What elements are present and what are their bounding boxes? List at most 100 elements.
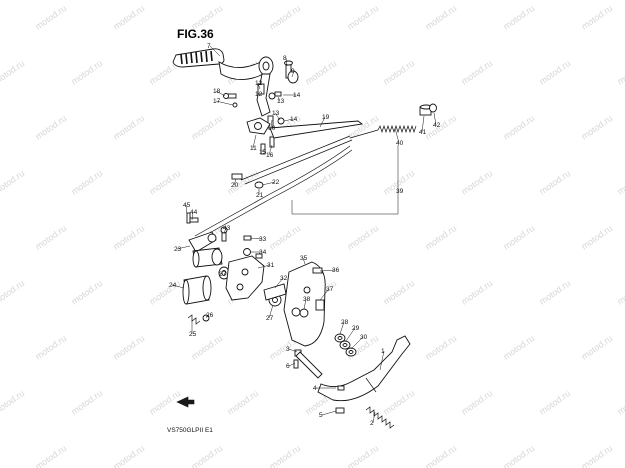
part-label-42: 42 — [433, 122, 441, 129]
part-label-36: 36 — [332, 267, 340, 274]
watermark-text: motod.ru — [0, 278, 26, 307]
part-label-23: 23 — [174, 246, 182, 253]
part-label-9: 9 — [291, 68, 295, 75]
watermark-text: motod.ru — [459, 168, 494, 197]
watermark-text: motod.ru — [381, 278, 416, 307]
leader-line — [191, 211, 194, 221]
pin-parts — [186, 212, 228, 242]
stand-bolt — [294, 349, 323, 379]
leader-lines — [171, 45, 437, 424]
part-label-31: 31 — [267, 262, 275, 269]
watermark-text: motod.ru — [501, 113, 536, 142]
leader-line — [421, 115, 425, 133]
watermark-text: motod.ru — [381, 388, 416, 417]
watermark-text: motod.ru — [0, 168, 26, 197]
watermark-text: motod.ru — [147, 168, 182, 197]
part-label-15: 15 — [259, 149, 267, 156]
watermark-text: motod.ru — [225, 388, 260, 417]
part-label-27: 27 — [219, 271, 227, 278]
part-label-24: 24 — [169, 282, 177, 289]
part-label-33: 33 — [259, 236, 267, 243]
watermark-text: motod.ru — [501, 223, 536, 252]
stand-spring — [365, 406, 395, 429]
linkage-parts — [223, 83, 285, 155]
leader-line — [319, 288, 330, 301]
leader-line — [176, 245, 191, 250]
part-label-7: 7 — [207, 43, 211, 50]
leader-line — [394, 127, 400, 144]
part-label-19: 19 — [322, 114, 330, 121]
watermark-text: motod.ru — [423, 223, 458, 252]
watermark-text: motod.ru — [579, 113, 614, 142]
leader-line — [291, 70, 295, 78]
part-label-2: 2 — [370, 420, 374, 427]
part-label-5: 5 — [319, 412, 323, 419]
leader-line — [274, 277, 284, 289]
part-label-14: 14 — [293, 92, 301, 99]
part-label-37: 37 — [326, 286, 334, 293]
watermark-text: motod.ru — [267, 3, 302, 32]
leader-line — [270, 119, 273, 129]
return-spring — [349, 103, 437, 139]
watermark-text: motod.ru — [69, 388, 104, 417]
watermark-text: motod.ru — [345, 3, 380, 32]
part-label-34: 34 — [259, 249, 267, 256]
part-label-41: 41 — [419, 129, 427, 136]
part-label-17: 17 — [213, 98, 221, 105]
leader-line — [319, 269, 336, 272]
watermark-text: motod.ru — [69, 168, 104, 197]
part-label-43: 43 — [223, 225, 231, 232]
part-label-44: 44 — [190, 209, 198, 216]
watermark-text: motod.ru — [111, 333, 146, 362]
part-label-27: 27 — [266, 315, 274, 322]
part-label-13: 13 — [272, 110, 280, 117]
watermark-text: motod.ru — [33, 443, 68, 468]
leader-line — [288, 348, 298, 353]
stand-hardware — [335, 385, 345, 414]
side-stand — [317, 335, 411, 402]
part-label-18: 18 — [213, 88, 221, 95]
stand-spacers — [334, 333, 357, 357]
leader-line — [433, 112, 437, 126]
bolt-small — [293, 359, 299, 369]
watermark-text: motod.ru — [615, 278, 625, 307]
watermark-text: motod.ru — [111, 443, 146, 468]
watermark-text: motod.ru — [615, 58, 625, 87]
watermark-text: motod.ru — [69, 58, 104, 87]
part-label-3: 3 — [286, 346, 290, 353]
watermark-text: motod.ru — [0, 388, 26, 417]
part-label-13: 13 — [277, 98, 285, 105]
part-label-45: 45 — [183, 202, 191, 209]
watermark-text: motod.ru — [189, 113, 224, 142]
watermark-text: motod.ru — [111, 223, 146, 252]
leader-line — [219, 272, 223, 275]
leader-line — [285, 57, 288, 67]
leader-line — [171, 284, 185, 289]
watermark-text: motod.ru — [0, 58, 26, 87]
part-label-6: 6 — [286, 363, 290, 370]
part-label-4: 4 — [313, 385, 317, 392]
watermark-text: motod.ru — [33, 3, 68, 32]
leader-line — [268, 304, 274, 319]
brake-cam-lever — [188, 231, 223, 268]
part-label-8: 8 — [283, 55, 287, 62]
leader-line — [261, 149, 264, 153]
leader-line — [302, 257, 306, 265]
leader-line — [205, 314, 210, 319]
leader-line — [257, 82, 261, 90]
cam-shaft — [182, 275, 212, 325]
callout-bracket — [291, 145, 399, 215]
leader-line — [185, 204, 188, 216]
watermark-text: motod.ru — [501, 333, 536, 362]
watermark-text: motod.ru — [111, 113, 146, 142]
watermark-text: motod.ru — [615, 168, 625, 197]
watermark-text: motod.ru — [189, 443, 224, 468]
part-label-20: 20 — [231, 182, 239, 189]
watermark-text: motod.ru — [579, 333, 614, 362]
leader-line — [261, 181, 276, 186]
part-label-32: 32 — [280, 275, 288, 282]
part-label-26: 26 — [206, 312, 214, 319]
